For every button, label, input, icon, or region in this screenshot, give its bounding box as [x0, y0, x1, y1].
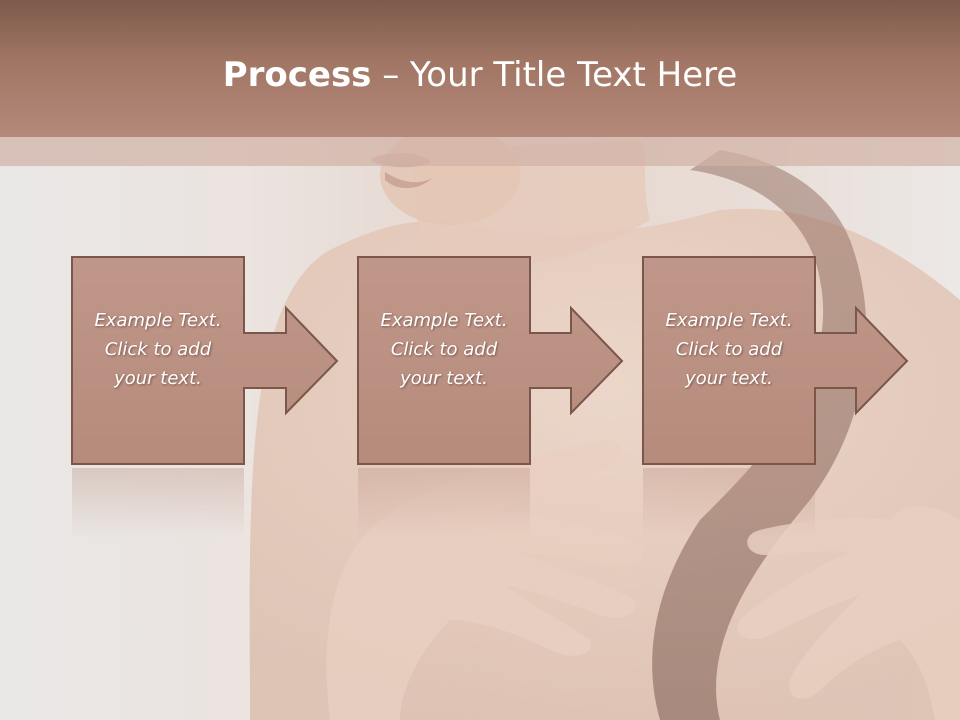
step-3-arrow-shape[interactable] — [642, 256, 909, 465]
step-3-line-1: Example Text. — [665, 310, 793, 331]
step-2-line-1: Example Text. — [380, 310, 508, 331]
step-3-textbox[interactable]: Example Text. Click to add your text. — [643, 257, 815, 464]
step-1-line-1: Example Text. — [94, 310, 222, 331]
slide-title[interactable]: Process – Your Title Text Here — [0, 50, 960, 100]
step-2-textbox[interactable]: Example Text. Click to add your text. — [358, 257, 530, 464]
title-bar — [0, 0, 960, 137]
step-1-line-2: Click to add — [104, 339, 212, 360]
title-stripe — [0, 137, 960, 166]
title-bold: Process — [222, 55, 372, 95]
step-2-line-2: Click to add — [390, 339, 498, 360]
step-2-line-3: your text. — [400, 368, 488, 389]
step-3-reflection — [643, 468, 815, 538]
step-1-line-3: your text. — [114, 368, 202, 389]
step-2-arrow-shape[interactable] — [357, 256, 624, 465]
step-1-arrow-shape[interactable] — [71, 256, 339, 465]
step-1-reflection — [72, 468, 244, 538]
step-3-line-2: Click to add — [675, 339, 783, 360]
step-2-reflection — [358, 468, 530, 538]
step-1-textbox[interactable]: Example Text. Click to add your text. — [72, 257, 244, 464]
step-3-line-3: your text. — [685, 368, 773, 389]
title-rest: – Your Title Text Here — [371, 55, 738, 95]
